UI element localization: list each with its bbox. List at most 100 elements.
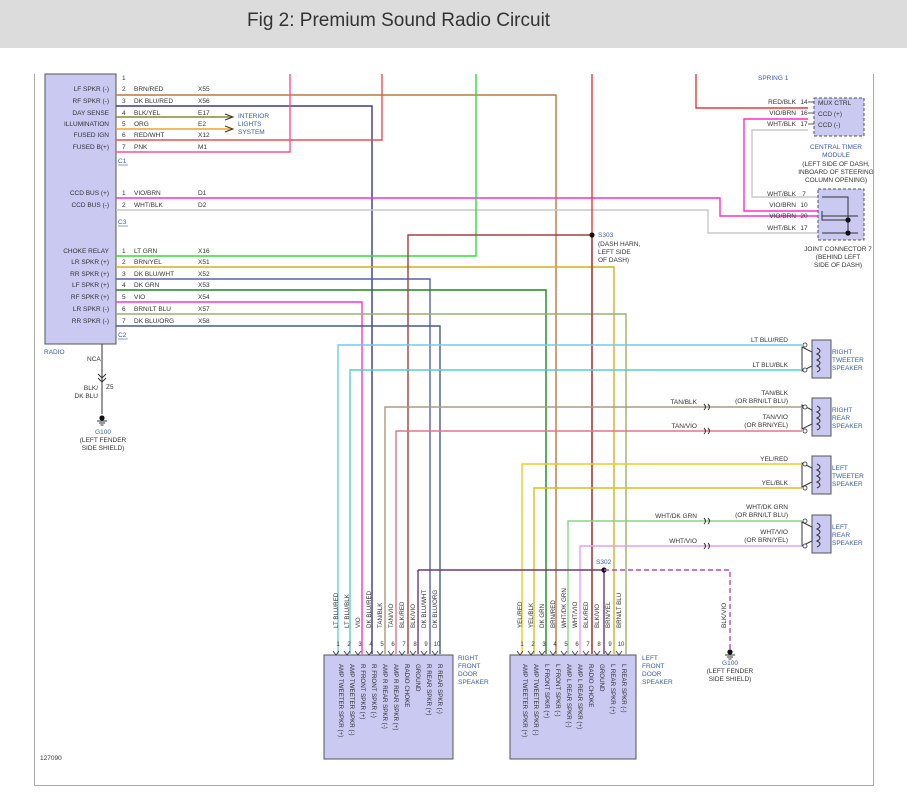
g100-right-label: G100 — [722, 660, 738, 667]
wire-dk-blu-wht — [116, 278, 431, 654]
right-door-speaker-name: RIGHT — [458, 655, 478, 662]
wire-label: DK BLU/WHT — [421, 590, 428, 628]
wire-label: TAN/BLK — [761, 390, 788, 397]
wire-brn-red — [116, 94, 557, 654]
wire-label: LT BLU/RED — [333, 592, 340, 628]
wire-vio-brn — [116, 197, 818, 217]
joint-connector-label: JOINT CONNECTOR 7 — [804, 246, 872, 253]
wire-label: BRN/YEL — [134, 259, 162, 266]
wire-label: LT BLU/BLK — [344, 593, 351, 628]
wire-speaker-left-rear-b — [579, 545, 802, 654]
pin-arrow-icon — [549, 650, 557, 656]
page-title: Fig 2: Premium Sound Radio Circuit — [247, 10, 551, 31]
pin-number: 7 — [402, 642, 406, 648]
pin-number: 5 — [564, 642, 568, 648]
wire-wht-blk-timer — [751, 129, 818, 198]
diagram-frame — [34, 74, 874, 786]
pin-number: 1 — [336, 642, 340, 648]
radio-pin-label: RF SPKR (+) — [71, 294, 109, 301]
wire-label: (OR BRN/LT BLU) — [735, 512, 788, 519]
door-pin-label: R FRONT SPKR (+) — [359, 664, 366, 719]
wire-label: ORG — [134, 121, 149, 128]
wire-label: LT BLU/RED — [751, 337, 788, 344]
pin-number: 10 — [618, 642, 625, 648]
spring-label: SPRING 1 — [758, 75, 789, 82]
joint-connector-desc: SIDE OF DASH) — [814, 262, 862, 269]
wire-wht-blk — [116, 209, 818, 234]
s303-desc: LEFT SIDE — [598, 249, 631, 256]
wire-pnk — [116, 74, 291, 153]
wire-label: WHT/DK GRN — [655, 513, 697, 520]
joint-dot — [845, 230, 851, 236]
wire-label: BRN/RED — [134, 86, 164, 93]
pin-terminal — [802, 404, 808, 410]
wire-label: WHT/VIO — [760, 529, 788, 536]
wire-label: DK BLU/RED — [366, 590, 373, 628]
door-pin-label: GROUND — [598, 664, 605, 692]
wire-label: DK GRN — [134, 282, 160, 289]
pin-arrow-icon — [582, 650, 590, 656]
speaker-name: SPEAKER — [832, 540, 863, 547]
radio-pin-label: LR SPKR (-) — [73, 306, 109, 313]
pin-number: 7 — [802, 191, 806, 198]
wire-vio — [116, 301, 363, 654]
wire-label: TAN/VIO — [762, 414, 788, 421]
wire-speaker-right-rear-b — [395, 430, 802, 654]
pin-terminal — [802, 543, 808, 549]
door-pin-label: R REAR SPKR (+) — [425, 664, 432, 715]
wire-label: DK BLU/WHT — [134, 271, 174, 278]
speaker-right-tweeter-icon-cone — [801, 346, 813, 372]
wire-label: LT BLU/BLK — [752, 362, 788, 369]
speaker-name: TWEETER — [832, 357, 864, 364]
door-pin-label: AMP L REAR SPKR (-) — [565, 664, 572, 728]
wire-label: YEL/BLK — [762, 480, 789, 487]
wire-label: VIO/BRN — [769, 202, 796, 209]
circuit-label: X53 — [198, 282, 210, 289]
ground-wire-label: DK BLU — [75, 393, 99, 400]
pin-arrow-icon — [354, 650, 362, 656]
wire-label: DK BLU/ORG — [134, 318, 174, 325]
wire-label: DK BLU/ORG — [432, 590, 439, 628]
wire-vio-brn-timer — [743, 118, 818, 212]
timer-pin-label: CCD (+) — [818, 111, 842, 118]
pin-number: 5 — [380, 642, 384, 648]
wire-label: BLK/YEL — [134, 110, 161, 117]
door-pin-label: AMP TWEETER SPKR (-) — [532, 664, 539, 736]
pin-arrow-icon — [365, 650, 373, 656]
pin-number: 17 — [800, 121, 808, 128]
wire-label: BLK/RED — [583, 601, 590, 628]
wire-label: TAN/BLK — [377, 602, 384, 628]
wire-label: VIO/BRN — [769, 213, 796, 220]
pin-arrow-icon — [527, 650, 535, 656]
wire-brn-yel — [116, 266, 615, 654]
wire-dk-grn — [116, 289, 547, 654]
pin-arrow-icon — [538, 650, 546, 656]
wire-label: VIO/BRN — [769, 110, 796, 117]
joint-connector-desc: (BEHIND LEFT — [816, 254, 860, 261]
pin-number: 17 — [800, 225, 808, 232]
wire-label: BLK/VIO — [410, 604, 417, 628]
wire-brn-lt-blu — [116, 313, 627, 654]
left-door-speaker-name: FRONT — [642, 663, 664, 670]
ground-wire-label: BLK/VIO — [721, 603, 728, 628]
wire-label: (OR BRN/LT BLU) — [735, 398, 788, 405]
door-pin-label: AMP R REAR SPKR (+) — [392, 664, 399, 730]
connector-c1-label: C1 — [118, 158, 127, 165]
circuit-label: E2 — [198, 121, 206, 128]
pin-terminal — [802, 461, 808, 467]
door-pin-label: AMP L REAR SPKR (+) — [576, 664, 583, 729]
speaker-right-rear-icon-body — [811, 397, 832, 437]
wire-label: RED/BLK — [768, 99, 796, 106]
wire-label: YEL/BLK — [528, 602, 535, 628]
right-door-speaker-module — [323, 654, 454, 760]
pin-number: 6 — [122, 306, 126, 313]
ground-circuit-label: Z5 — [106, 384, 114, 391]
circuit-label: D2 — [198, 202, 207, 209]
circuit-label: X52 — [198, 271, 210, 278]
door-pin-label: AMP TWEETER SPKR (+) — [521, 664, 528, 737]
speaker-left-tweeter-icon-body — [811, 455, 832, 495]
wire-label: BRN/LT BLU — [134, 306, 171, 313]
circuit-label: X55 — [198, 86, 210, 93]
wire-label: WHT/BLK — [767, 191, 797, 198]
pin-terminal — [802, 518, 808, 524]
